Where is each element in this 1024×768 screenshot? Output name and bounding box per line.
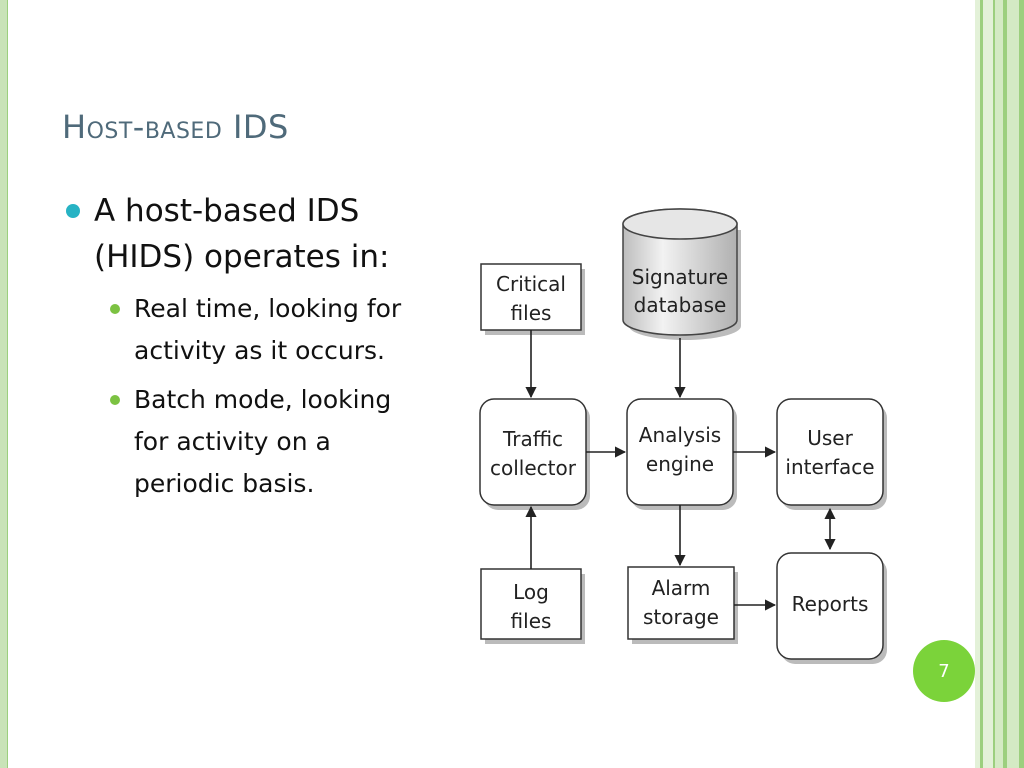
bullet-dot bbox=[66, 204, 80, 218]
log-files-node: Log files bbox=[480, 568, 585, 644]
analysis-engine-label-2: engine bbox=[646, 452, 714, 476]
signature-database-label-1: Signature bbox=[632, 265, 728, 289]
analysis-engine-node: Analysis engine bbox=[626, 398, 737, 510]
bullet-sub-line: for activity on a bbox=[134, 427, 331, 456]
user-interface-label-1: User bbox=[807, 426, 853, 450]
critical-files-node: Critical files bbox=[480, 263, 585, 335]
alarm-storage-node: Alarm storage bbox=[627, 566, 738, 644]
bullet-main-line2: (HIDS) operates in: bbox=[94, 239, 390, 275]
user-interface-label-2: interface bbox=[785, 455, 874, 479]
signature-database-node: Signature database bbox=[622, 208, 741, 340]
traffic-collector-label-1: Traffic bbox=[502, 427, 563, 451]
reports-label: Reports bbox=[792, 592, 869, 616]
page-number-badge: 7 bbox=[913, 640, 975, 702]
slide-frame-left bbox=[0, 0, 8, 768]
diagram-connectors bbox=[525, 330, 836, 611]
bullet-main: A host-based IDS (HIDS) operates in: bbox=[66, 188, 454, 280]
bullet-sub-line: periodic basis. bbox=[134, 469, 315, 498]
bullet-sub-line: activity as it occurs. bbox=[134, 336, 385, 365]
log-files-label-2: files bbox=[511, 609, 552, 633]
hids-diagram: Signature database Critical files Traffi… bbox=[479, 208, 887, 664]
log-files-label-1: Log bbox=[513, 580, 549, 604]
bullet-dot bbox=[110, 304, 120, 314]
bullet-sub-batch: Batch mode, looking for activity on a pe… bbox=[110, 379, 454, 505]
slide-frame-right bbox=[975, 0, 1024, 768]
page-title: Host-based IDS bbox=[62, 108, 289, 146]
bullet-main-line1: A host-based IDS bbox=[94, 193, 360, 229]
critical-files-label-1: Critical bbox=[496, 272, 566, 296]
traffic-collector-label-2: collector bbox=[490, 456, 577, 480]
bullet-sub-line: Real time, looking for bbox=[134, 294, 402, 323]
user-interface-node: User interface bbox=[776, 398, 887, 510]
reports-node: Reports bbox=[776, 552, 887, 664]
critical-files-label-2: files bbox=[511, 301, 552, 325]
alarm-storage-label-2: storage bbox=[643, 605, 719, 629]
bullet-sub-realtime: Real time, looking for activity as it oc… bbox=[110, 288, 454, 372]
traffic-collector-node: Traffic collector bbox=[479, 398, 590, 510]
analysis-engine-label-1: Analysis bbox=[639, 423, 721, 447]
alarm-storage-label-1: Alarm bbox=[652, 576, 711, 600]
bullet-sub-line: Batch mode, looking bbox=[134, 385, 392, 414]
bullet-dot bbox=[110, 395, 120, 405]
signature-database-label-2: database bbox=[634, 293, 727, 317]
